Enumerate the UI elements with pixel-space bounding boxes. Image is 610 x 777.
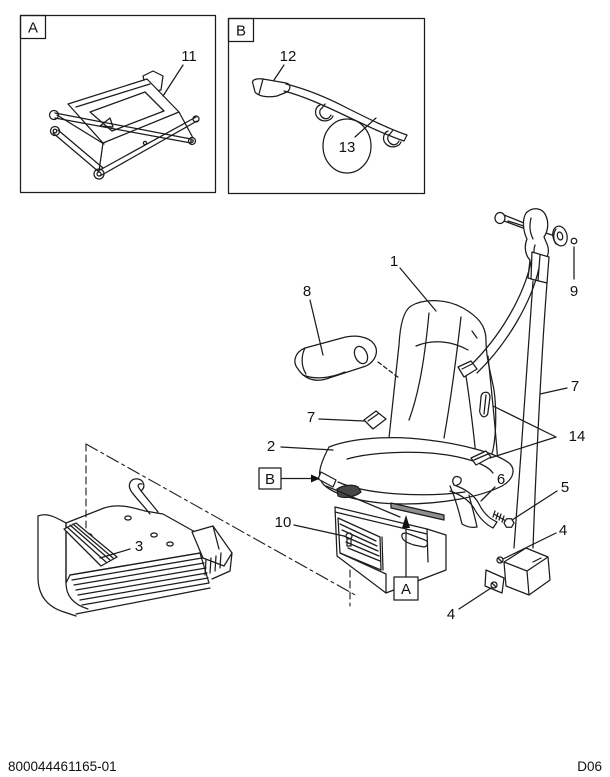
callout-6-leader [480,486,496,502]
callout-14-leaders [489,405,557,459]
callout-7-seat-leader [318,418,365,422]
callout-14-label: 14 [569,428,586,445]
inset-b-label: B [236,23,246,40]
callout-2-leader [280,446,334,451]
callout-3-leader [99,548,131,559]
anchor-washer [552,225,568,247]
armrest [294,335,400,381]
callout-1-label: 1 [390,253,398,270]
bolt-4-lower [490,581,498,589]
detail-ref-b-label: B [265,471,275,488]
callout-13-leader [354,117,377,138]
callouts: 1 2 4 4 5 6 7 7 8 9 10 14 [267,246,586,623]
anchor-nut [570,237,578,245]
callout-11-leader [162,64,184,97]
callout-6-label: 6 [497,471,505,488]
callout-2-label: 2 [267,438,275,455]
seat-belt-webbing [457,261,548,549]
seat-adjust-knob [317,471,337,488]
detail-ref-a-label: A [401,581,411,598]
callout-5-label: 5 [561,479,569,496]
callout-7-belt-leader [539,387,568,395]
inset-a-frame [19,14,217,194]
seat-cushion [317,410,514,528]
callout-10-leader [293,524,345,537]
callout-8-leader [309,299,324,356]
callout-12-leader [273,64,285,81]
bolt-10 [345,532,353,547]
callout-9-label: 9 [570,283,578,300]
green-highlight-circle [322,118,372,174]
seat-belt-upper-anchor [494,208,578,284]
page-code: D06 [577,759,602,774]
callout-7-seat-label: 7 [307,409,315,426]
inset-b-frame [227,17,426,195]
callout-4-upper-label: 4 [559,522,567,539]
callout-11-label: 11 [181,48,197,65]
seat-back [388,300,499,470]
inset-a-label-box [19,14,47,40]
inset-b: B 12 13 [227,17,426,195]
callout-13-label: 13 [339,139,356,156]
inset-b-label-box [227,17,255,43]
callout-3-label: 3 [135,538,143,555]
seat-adjust-lever [336,484,362,498]
detail-ref-a: A [393,515,419,601]
seat-track-handle-drawing [251,78,408,148]
inset-a-label: A [28,20,38,37]
bolt-5 [492,510,515,528]
callout-8-label: 8 [303,283,311,300]
detail-ref-b: B [258,467,320,490]
callout-12-label: 12 [280,48,297,65]
anchor-bolt [494,211,506,225]
callout-5-leader [511,490,558,521]
seat-riser-frame-drawing [48,70,200,180]
bolt-4-upper [496,556,504,564]
belt-buckle-flap [363,410,387,430]
callout-4-upper-leader [502,532,557,560]
cab-floor-sill-drawing: 3 [37,478,233,617]
callout-4-lower-label: 4 [447,606,455,623]
callout-10-label: 10 [275,514,292,531]
belt-retractor [484,547,551,596]
under-seat-storage-box [334,506,447,594]
callout-7-belt-label: 7 [571,378,579,395]
floor-hook-wire [128,478,159,515]
document-number: 800044461165-01 [8,759,117,774]
seat-rail-strip [390,502,445,521]
belt-lower-bracket [449,475,515,529]
callout-4-lower-leader [458,587,492,610]
projection-dash-lines [85,443,358,607]
callout-1-leader [399,267,437,312]
inset-a: A 11 [19,14,217,194]
belt-exit-tab [457,360,478,378]
